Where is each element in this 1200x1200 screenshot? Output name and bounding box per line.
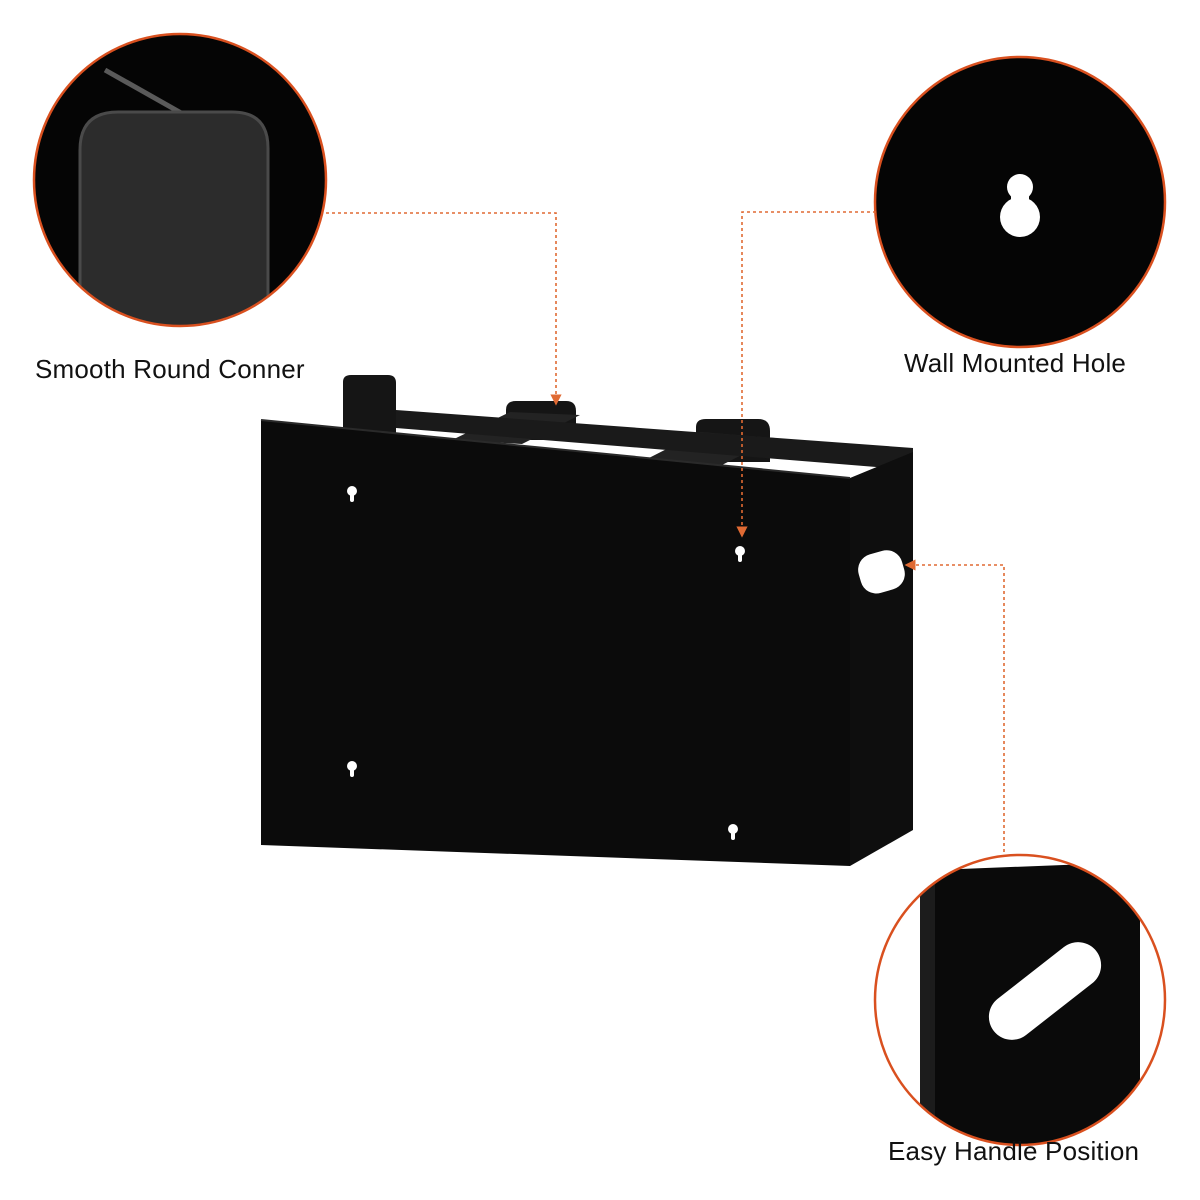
side-panel-right: [850, 452, 913, 866]
feature-label-handle: Easy Handle Position: [888, 1136, 1140, 1166]
front-panel: [261, 420, 850, 866]
keyhole-bottom-right: [728, 824, 738, 840]
product-organizer: [260, 375, 913, 866]
callout-corner: [32, 32, 328, 328]
corner-edge-line: [103, 67, 192, 121]
keyhole-bottom-left: [347, 761, 357, 777]
keyhole-icon: [1000, 174, 1040, 237]
connector-handle: [904, 559, 1005, 852]
connector-corner: [326, 212, 562, 406]
feature-label-hole: Wall Mounted Hole: [904, 348, 1127, 378]
connector-hole: [736, 211, 876, 538]
feature-label-corner: Smooth Round Conner: [35, 354, 305, 384]
keyhole-top-left: [347, 486, 357, 502]
handle-slot-icon: [988, 942, 1102, 1040]
side-handle-slot: [858, 550, 905, 594]
callout-handle: [873, 853, 1167, 1147]
callout-hole: [873, 55, 1167, 349]
keyhole-top-right: [735, 546, 745, 562]
back-tab-left: [343, 375, 396, 442]
back-wall: [396, 410, 913, 470]
rounded-corner-icon: [80, 112, 268, 326]
